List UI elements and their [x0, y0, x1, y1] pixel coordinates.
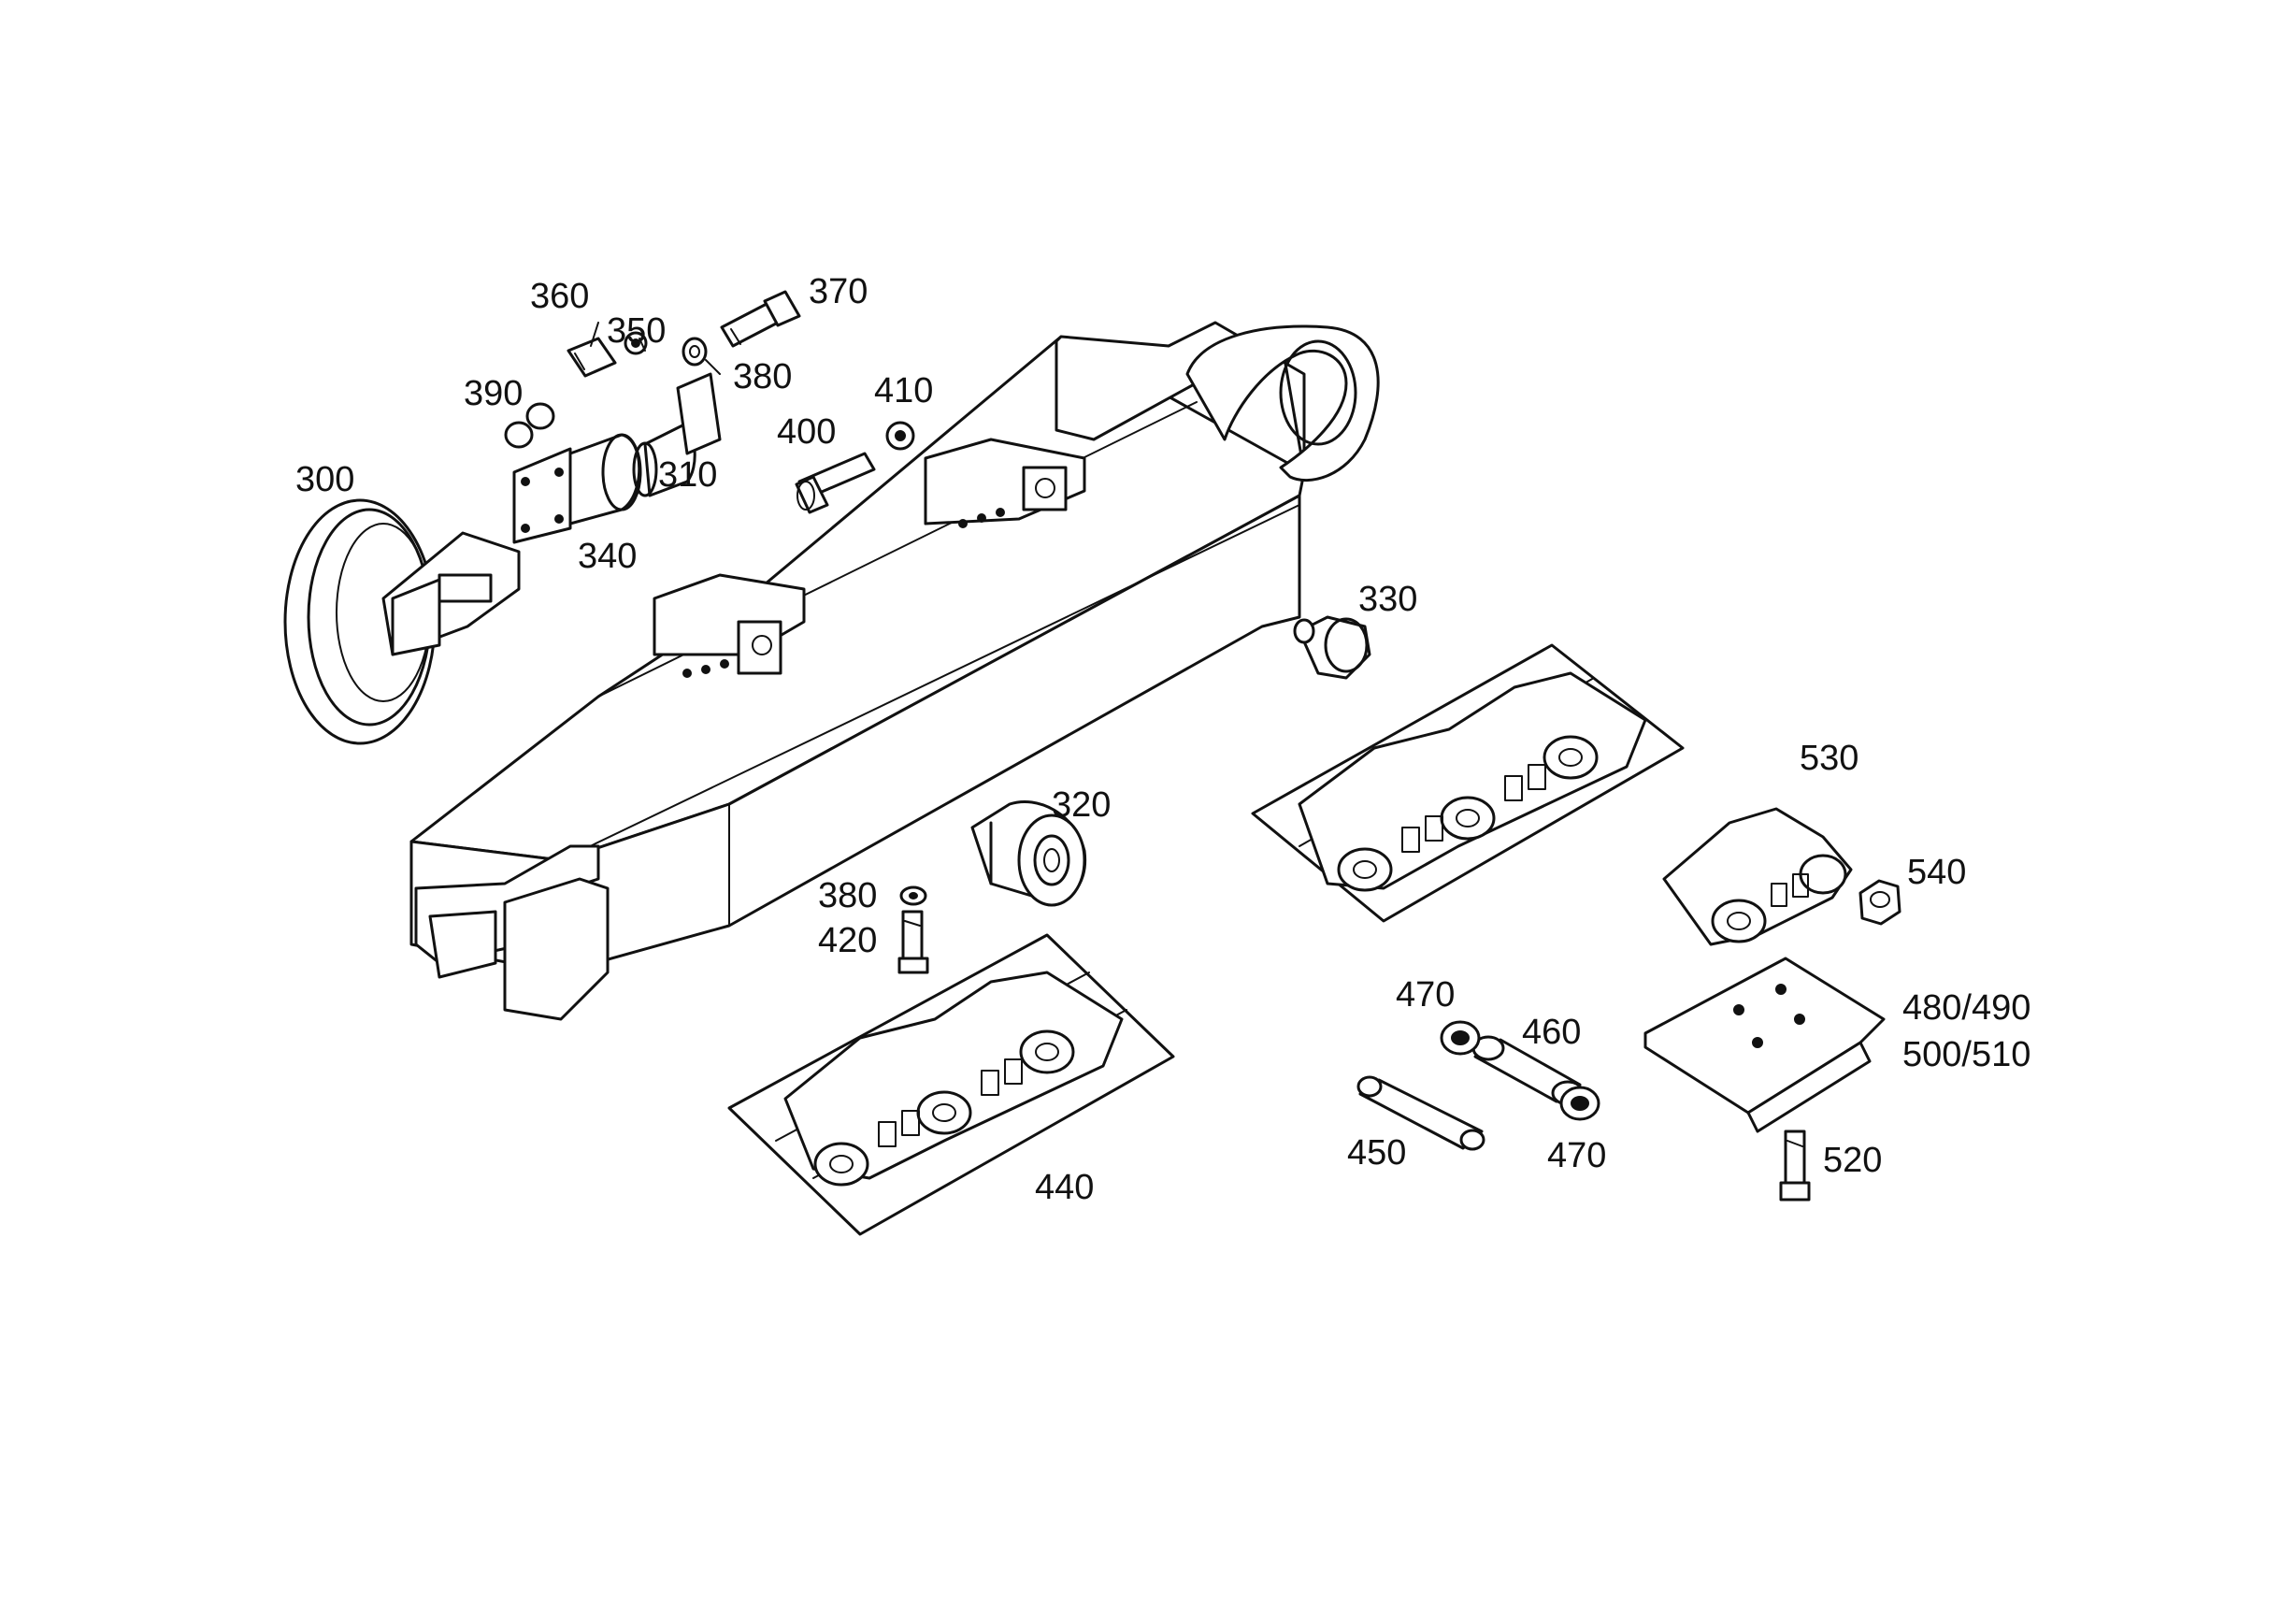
bushing-460 — [1471, 1035, 1585, 1106]
bolt-400 — [795, 452, 876, 514]
callout-470-bottom: 470 — [1547, 1136, 1606, 1175]
callout-530: 530 — [1800, 739, 1858, 778]
nut-390 — [504, 402, 555, 449]
callout-420: 420 — [818, 921, 877, 960]
washer-410 — [885, 421, 915, 451]
callout-350: 350 — [607, 311, 666, 351]
callout-440: 440 — [1035, 1168, 1094, 1207]
callout-labels: 300 310 320 330 340 350 360 370 380 380 … — [295, 272, 2031, 1207]
idler-mount-340 — [512, 433, 642, 544]
callout-500-510: 500/510 — [1902, 1035, 2031, 1074]
bolt-370 — [720, 290, 801, 348]
track-chain-440 — [727, 933, 1175, 1236]
leader-lines — [590, 322, 721, 375]
nut-350 — [624, 331, 648, 355]
grease-fitting-360 — [567, 337, 617, 378]
shoe-bolt-520 — [1779, 1130, 1811, 1202]
callout-310: 310 — [658, 455, 717, 495]
callout-380-lower: 380 — [818, 876, 877, 915]
callout-470-top: 470 — [1396, 975, 1455, 1015]
track-chain-upper — [1251, 643, 1685, 923]
callout-540: 540 — [1907, 853, 1966, 892]
washer-380-top — [682, 337, 708, 367]
callout-340: 340 — [578, 537, 637, 576]
nut-540 — [1858, 879, 1901, 926]
callout-460: 460 — [1522, 1013, 1581, 1052]
seal-470-left — [1440, 1020, 1481, 1056]
callout-380-top: 380 — [733, 357, 792, 396]
spindle-310 — [632, 372, 722, 497]
track-roller-320 — [970, 799, 1087, 907]
track-shoe-480 — [1643, 957, 1886, 1133]
callout-520: 520 — [1823, 1141, 1882, 1180]
track-frame — [409, 321, 1380, 1021]
master-link-530 — [1662, 807, 1853, 946]
callout-400: 400 — [777, 412, 836, 452]
callout-410: 410 — [874, 371, 933, 410]
callout-300: 300 — [295, 460, 354, 499]
callout-450: 450 — [1347, 1133, 1406, 1173]
bolt-420 — [897, 910, 929, 974]
callout-480-490: 480/490 — [1902, 988, 2031, 1028]
seal-470-right — [1559, 1086, 1600, 1121]
callout-360: 360 — [530, 277, 589, 316]
callout-370: 370 — [809, 272, 868, 311]
track-pin-450 — [1356, 1075, 1485, 1151]
washer-380-lower — [899, 885, 927, 906]
callout-390: 390 — [464, 374, 523, 413]
idler-wheel — [283, 498, 521, 745]
callout-330: 330 — [1358, 580, 1417, 619]
carrier-roller-330 — [1293, 615, 1371, 680]
callout-320: 320 — [1052, 785, 1111, 825]
